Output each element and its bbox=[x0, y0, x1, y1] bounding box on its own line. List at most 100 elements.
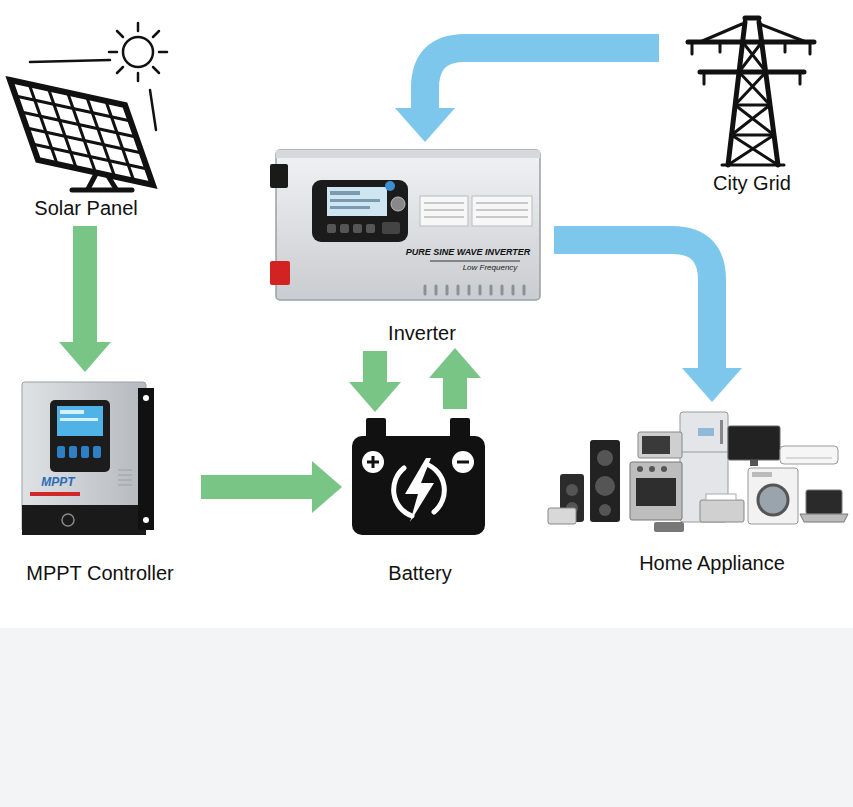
mppt-controller-art-part bbox=[60, 410, 84, 414]
node-label: Solar Panel bbox=[34, 196, 137, 220]
battery-art-part bbox=[457, 461, 469, 464]
home-appliances-art-part bbox=[566, 484, 578, 496]
solar-panel-art-part-part bbox=[150, 90, 156, 130]
flow-arrow bbox=[395, 48, 659, 142]
inverter-art-part bbox=[430, 261, 520, 262]
inverter-art-part-part bbox=[424, 286, 427, 294]
home-appliances-art-part bbox=[750, 460, 758, 466]
city-grid-node: City Grid bbox=[665, 15, 835, 195]
solar-panel-art-part-part bbox=[88, 174, 96, 189]
arrow-shaft bbox=[363, 351, 387, 384]
arrow-shaft bbox=[201, 475, 314, 499]
home-appliances-art-part bbox=[638, 432, 682, 458]
mppt-controller-art-part bbox=[118, 470, 132, 485]
inverter-art-part bbox=[330, 191, 360, 195]
solar-panel-art-part-part bbox=[30, 60, 110, 62]
inverter-art-part-part bbox=[479, 286, 482, 294]
solar-panel-art-part-part bbox=[117, 67, 123, 73]
arrow-shaft bbox=[443, 376, 467, 409]
inverter-art-part bbox=[340, 224, 349, 233]
inverter-art-part bbox=[391, 197, 405, 211]
solar-panel-art-part-part bbox=[159, 51, 167, 54]
battery-art-part bbox=[352, 436, 485, 535]
flow-arrow bbox=[59, 226, 111, 372]
mppt-controller-art bbox=[22, 382, 154, 535]
flow-arrow bbox=[429, 348, 481, 409]
home-appliances-art-part bbox=[698, 428, 714, 436]
battery-art-part bbox=[362, 451, 384, 473]
mppt-controller-art-part bbox=[57, 446, 65, 458]
home-appliances-art-part bbox=[599, 504, 611, 516]
device-print: MPPT bbox=[41, 476, 74, 490]
mppt-controller-art-part-part bbox=[118, 475, 132, 476]
inverter-art-part-part bbox=[468, 286, 471, 294]
battery-art-part bbox=[450, 418, 470, 439]
arrow-head bbox=[312, 461, 342, 513]
inverter-art-part-part bbox=[523, 286, 526, 294]
home-appliances-art-part bbox=[720, 420, 723, 444]
arrow-shaft bbox=[425, 48, 659, 110]
inverter-art-part-part bbox=[446, 286, 449, 294]
home-appliances-art-part bbox=[706, 494, 736, 500]
home-appliances-art-part bbox=[758, 485, 788, 515]
solar-panel-art-part-part bbox=[123, 37, 153, 67]
solar-panel-art-part-part-part bbox=[48, 88, 76, 168]
node-label: Home Appliance bbox=[639, 551, 785, 575]
inverter-art-part bbox=[276, 150, 540, 158]
home-appliances-art-part bbox=[595, 476, 615, 496]
solar-panel-art-part-part-part bbox=[32, 144, 147, 169]
arrow-head bbox=[429, 348, 481, 378]
solar-panel-art-part-part bbox=[137, 73, 140, 81]
solar-panel-node: Solar Panel bbox=[5, 30, 170, 220]
home-appliances-art-part bbox=[700, 500, 744, 522]
solar-panel-art-part-part-part bbox=[68, 93, 96, 173]
home-appliances-art-part bbox=[636, 478, 676, 506]
solar-panel-art bbox=[10, 23, 167, 190]
inverter-art-part-part bbox=[424, 217, 464, 218]
inverter-art-part bbox=[425, 286, 524, 294]
inverter-art-part-part bbox=[501, 286, 504, 294]
flow-arrow bbox=[554, 240, 742, 402]
mppt-controller-art-part-part bbox=[118, 480, 132, 481]
solar-panel-art-part-part bbox=[10, 80, 153, 185]
home-appliance-node: Home Appliance bbox=[545, 405, 850, 575]
solar-panel-art-part-part-part bbox=[16, 96, 131, 121]
mppt-controller-art-part bbox=[93, 446, 101, 458]
mppt-controller-art-part bbox=[62, 514, 74, 526]
inverter-art-part-part bbox=[476, 210, 528, 211]
mppt-controller-art-part bbox=[22, 505, 146, 535]
inverter-art-part bbox=[330, 206, 370, 209]
solar-panel-art-part-part bbox=[153, 31, 159, 37]
bottom-band bbox=[0, 628, 853, 807]
mppt-controller-art-part bbox=[81, 446, 89, 458]
power-tower-art-part bbox=[722, 105, 784, 165]
power-tower-art-part bbox=[692, 42, 810, 84]
inverter-art-part bbox=[276, 150, 540, 300]
home-appliances-art-part bbox=[680, 452, 728, 453]
solar-panel-art-part bbox=[30, 23, 167, 130]
home-appliances-art-part bbox=[630, 462, 682, 520]
battery-art-part bbox=[405, 458, 434, 522]
power-tower-art-part bbox=[700, 24, 806, 42]
arrow-head bbox=[682, 368, 742, 402]
mppt-controller-art-part bbox=[50, 400, 110, 472]
inverter-art-part bbox=[330, 199, 380, 202]
home-appliances-art-part bbox=[597, 450, 613, 466]
battery-art-part bbox=[367, 456, 379, 468]
home-appliances-art-part bbox=[806, 490, 842, 514]
power-tower-art-part bbox=[745, 16, 759, 21]
mppt-controller-art-part bbox=[60, 418, 98, 421]
battery-node: Battery bbox=[345, 415, 495, 585]
mppt-controller-art-part bbox=[30, 492, 80, 496]
inverter-art-part-part bbox=[476, 217, 528, 218]
inverter-art-part-part bbox=[476, 203, 528, 204]
inverter-art-part bbox=[366, 224, 375, 233]
home-appliances-art-part bbox=[748, 468, 798, 524]
home-appliances-art-part bbox=[548, 508, 576, 524]
home-appliances-art bbox=[548, 412, 848, 532]
inverter-art-part-part bbox=[424, 203, 464, 204]
inverter-art-part-part bbox=[435, 286, 438, 294]
battery-art bbox=[352, 418, 485, 535]
